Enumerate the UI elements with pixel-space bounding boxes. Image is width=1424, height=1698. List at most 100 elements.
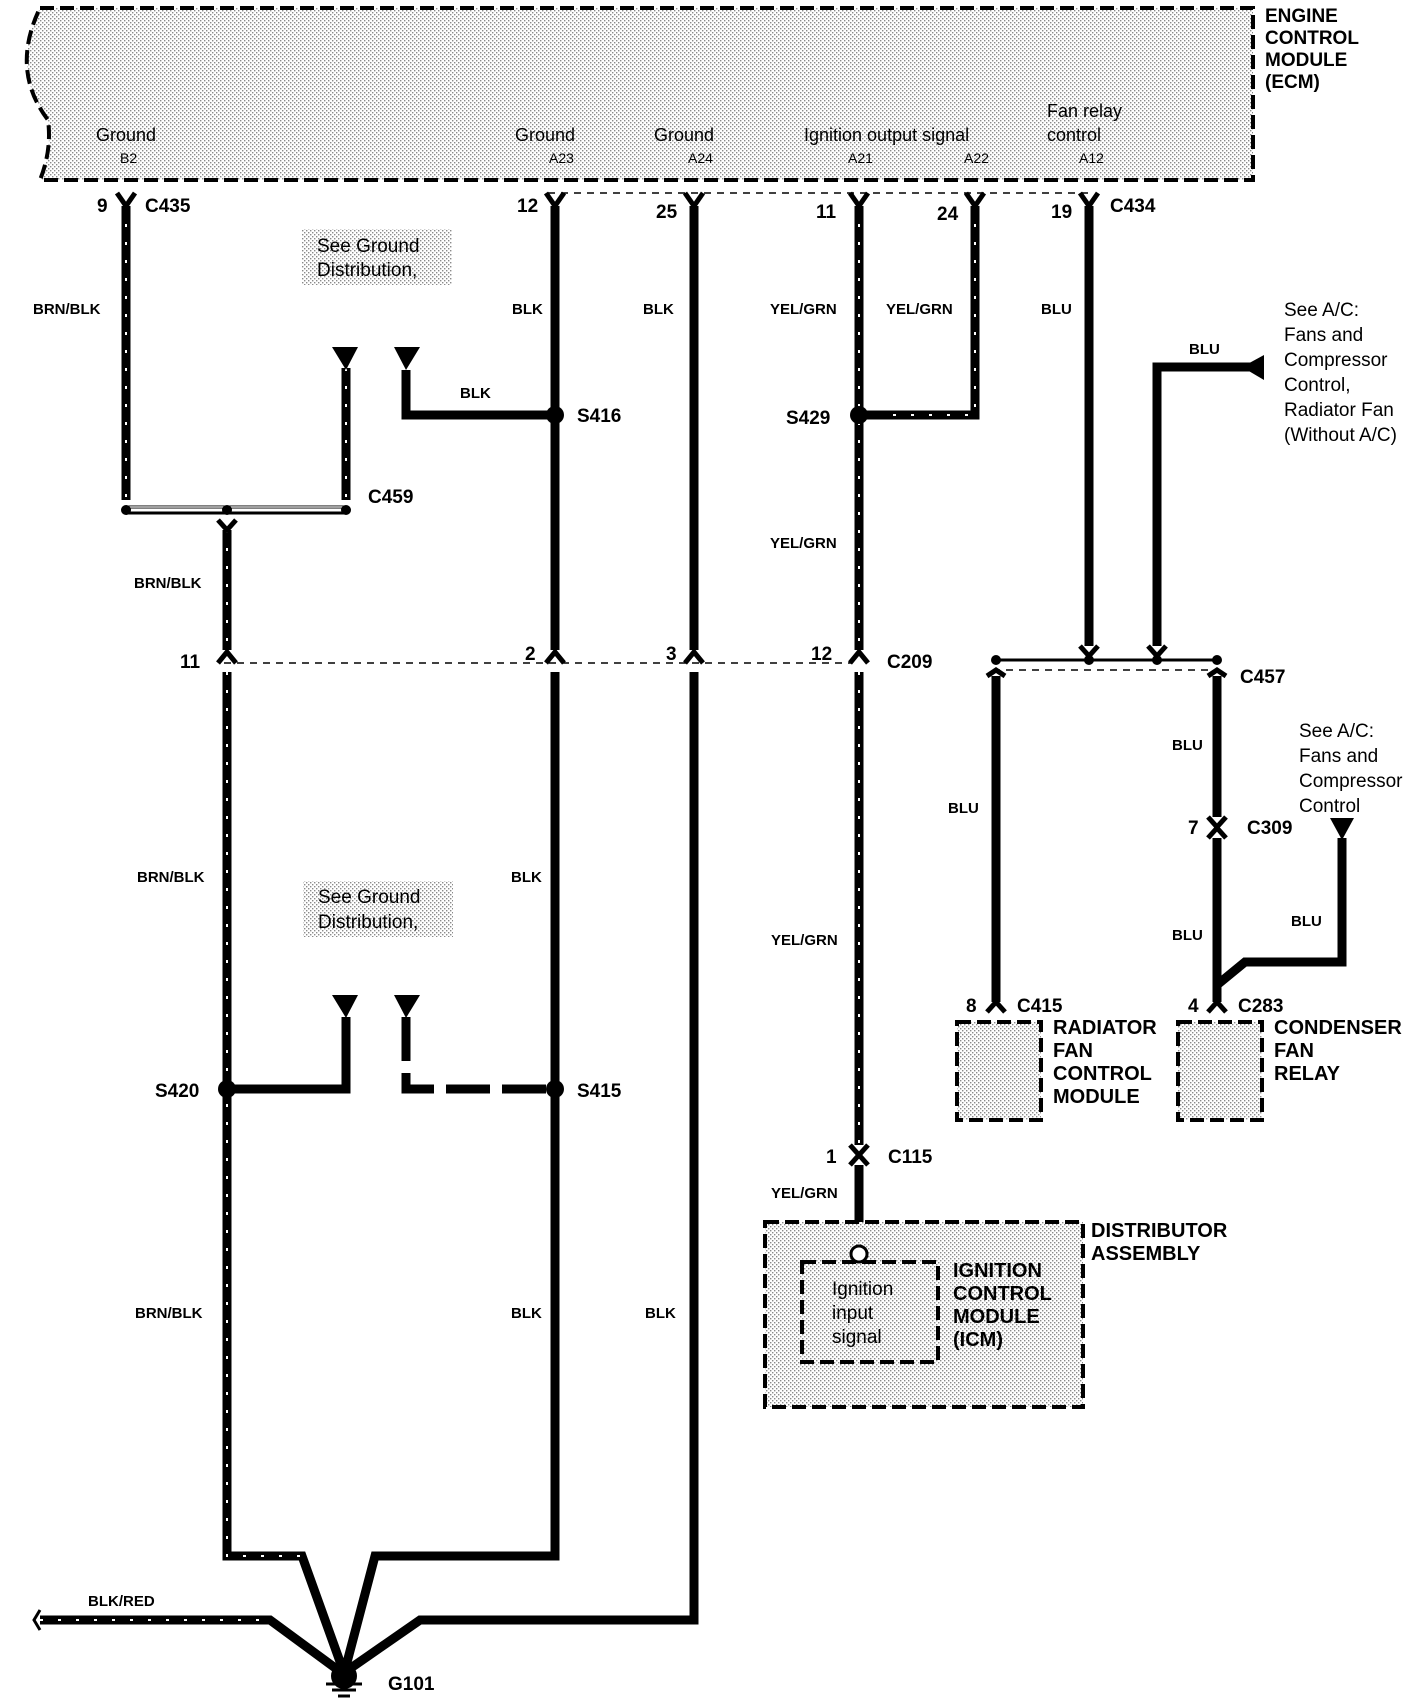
note-ac-radiator-line5: Radiator Fan [1284, 400, 1394, 421]
wire-label-blu-4: BLU [948, 800, 979, 817]
c115-pin: 1 [826, 1147, 837, 1168]
ecm-title-line3: MODULE [1265, 50, 1347, 71]
c435-label: C435 [145, 196, 191, 217]
note-ac-radiator-line6: (Without A/C) [1284, 425, 1397, 446]
icm-input-line3: signal [832, 1327, 882, 1348]
note-ground-dist-bottom-bg [303, 881, 453, 937]
ecm-pin-a22: A22 [964, 150, 989, 166]
ecm-title-line2: CONTROL [1265, 28, 1359, 49]
s429-label: S429 [786, 408, 830, 429]
c459-dot-left [121, 505, 131, 515]
ecm-pin-b2: B2 [120, 150, 137, 166]
s416-label: S416 [577, 406, 621, 427]
c435-pin-symbol [114, 191, 138, 211]
s415-label: S415 [577, 1081, 622, 1102]
note-ac-radiator-line3: Compressor [1284, 350, 1388, 371]
radiator-fan-control-module-box [955, 1020, 1043, 1122]
a21-pin-symbol [847, 191, 871, 211]
c209-2-symbol [544, 648, 566, 665]
note-ac-radiator-line2: Fans and [1284, 325, 1363, 346]
note-ac-fans-line1: See A/C: [1299, 721, 1374, 742]
connector-symbols [114, 191, 1228, 1167]
c459-dot-right [341, 505, 351, 515]
ecm-pin-a24-name: Ground [654, 125, 714, 145]
c434-pin-symbol [1077, 191, 1101, 211]
splice-s415 [546, 1080, 564, 1098]
icm-line3: MODULE [953, 1306, 1040, 1328]
wire-label-blu-2: BLU [1189, 341, 1220, 358]
wire-label-blu-1: BLU [1041, 301, 1072, 318]
c115-label: C115 [888, 1147, 933, 1168]
c209-12-symbol [848, 648, 870, 665]
wire-label-blu-6: BLU [1291, 913, 1322, 930]
ecm-pin-a21: A21 [848, 150, 873, 166]
arrow-s416-up [394, 347, 420, 370]
wire-label-blu-5: BLU [1172, 927, 1203, 944]
radiator-fan-line3: CONTROL [1053, 1063, 1152, 1085]
icm-input-line1: Ignition [832, 1279, 893, 1300]
a22-pin: 24 [937, 204, 959, 225]
s420-label: S420 [155, 1081, 199, 1102]
c283-pin-symbol [1206, 998, 1228, 1014]
wire-s416-blk [401, 370, 555, 420]
note-ac-radiator-line4: Control, [1284, 375, 1351, 396]
c459-label: C459 [368, 487, 413, 508]
c209-3-symbol [683, 648, 705, 665]
condenser-fan-relay-box [1176, 1020, 1264, 1122]
a24-pin: 25 [656, 202, 678, 223]
wire-label-yel-grn-5: YEL/GRN [771, 1185, 838, 1202]
wire-label-blk-1: BLK [512, 301, 543, 318]
wire-label-blk-5: BLK [511, 1305, 542, 1322]
ecm-title-line1: ENGINE [1265, 6, 1338, 27]
wire-label-blk-6: BLK [645, 1305, 676, 1322]
c283-pin: 4 [1188, 996, 1199, 1017]
wire-color-labels: BRN/BLK BRN/BLK BRN/BLK BRN/BLK BLK BLK … [33, 301, 1322, 1610]
c457-dot-4 [1212, 655, 1222, 665]
c457-top-left-symbol [1078, 644, 1100, 660]
wire-label-brn-blk-2: BRN/BLK [134, 575, 202, 592]
wire-s420-branch [227, 1017, 351, 1094]
c457-dot-3 [1152, 655, 1162, 665]
icm-input-line2: input [832, 1303, 874, 1324]
wire-label-yel-grn-4: YEL/GRN [771, 932, 838, 949]
c459-pin-down [216, 518, 238, 534]
c434-label: C434 [1110, 196, 1156, 217]
arrow-c459-up [332, 347, 358, 370]
c209-pin-11: 11 [180, 652, 201, 673]
c209-pin-12: 12 [811, 644, 832, 665]
wire-label-blk-red: BLK/RED [88, 1593, 155, 1610]
wire-a22-yel-grn [859, 206, 980, 420]
icm-input-box [800, 1260, 940, 1364]
wire-label-brn-blk-3: BRN/BLK [137, 869, 205, 886]
wire-s415-dashed [401, 1017, 555, 1094]
c435-pin: 9 [97, 196, 108, 217]
c209-pin-2: 2 [525, 644, 536, 665]
arrow-ac-radiator [1242, 355, 1264, 380]
wire-c209-11-brn-blk [222, 672, 348, 1672]
wire-c209-2-blk [340, 672, 560, 1672]
a23-pin: 12 [517, 196, 538, 217]
arrow-s415-up [394, 995, 420, 1018]
c309-pin: 7 [1188, 818, 1199, 839]
c309-symbol-bottom [1206, 824, 1228, 840]
c415-label: C415 [1017, 996, 1063, 1017]
ground-g101-icon [326, 1663, 362, 1698]
c115-symbol-bottom [848, 1151, 870, 1167]
arrow-ac-c309 [1330, 818, 1354, 840]
c457-top-right-symbol [1146, 644, 1168, 660]
wire-label-brn-blk-4: BRN/BLK [135, 1305, 203, 1322]
note-ac-fans-line2: Fans and [1299, 746, 1378, 767]
c309-label: C309 [1247, 818, 1292, 839]
radiator-fan-line4: MODULE [1053, 1086, 1140, 1108]
ecm-module: ENGINE CONTROL MODULE (ECM) Ground B2 Gr… [24, 6, 1359, 182]
c209-label: C209 [887, 652, 932, 673]
arrow-s420-up [332, 995, 358, 1018]
note-ac-fans-line3: Compressor [1299, 771, 1403, 792]
note-ac-fans-line4: Control [1299, 796, 1360, 817]
c415-pin: 8 [966, 996, 977, 1017]
note-ground-dist-bottom-line1: See Ground [318, 887, 420, 908]
a22-pin-symbol [963, 191, 987, 211]
wire-label-blu-3: BLU [1172, 737, 1203, 754]
ecm-pin-a12-name-line1: Fan relay [1047, 101, 1122, 121]
